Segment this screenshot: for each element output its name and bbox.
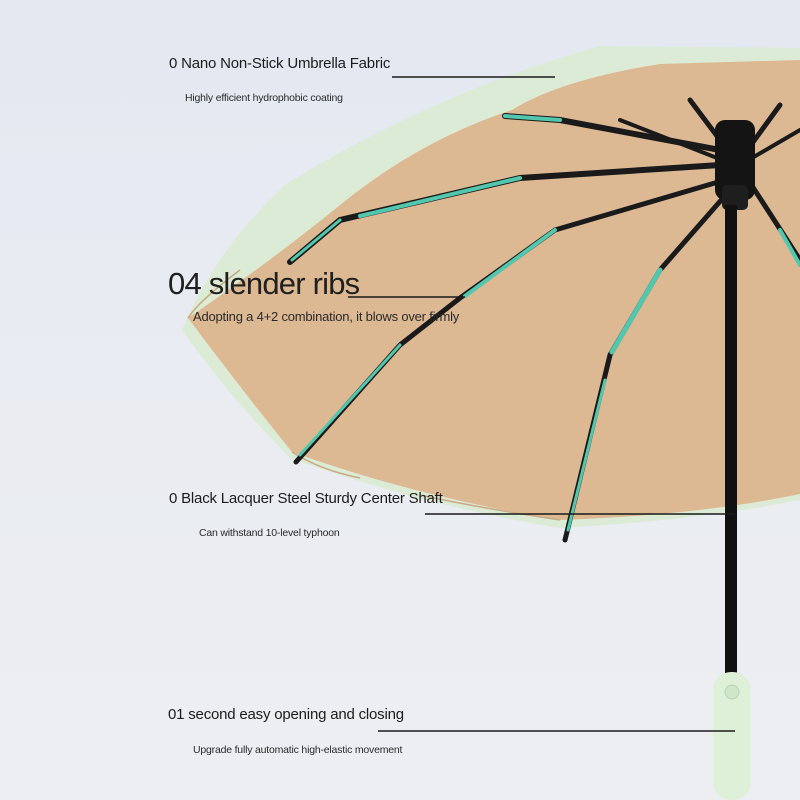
umbrella-hub [715,120,755,210]
umbrella-handle [713,672,751,800]
canopy-scallop [187,269,561,521]
canopy-inner [188,60,800,520]
feature-fabric-title: 0 Nano Non-Stick Umbrella Fabric [169,55,391,72]
rib [298,343,402,457]
feature-opening-title: 01 second easy opening and closing [168,706,404,723]
rib [290,218,342,262]
feature-ribs-subtitle: Adopting a 4+2 combination, it blows ove… [193,309,460,324]
feature-shaft-subtitle: Can withstand 10-level typhoon [199,527,340,539]
umbrella-ribs [287,97,800,543]
rib [566,378,607,532]
leader-lines [348,76,735,732]
rib [463,228,557,298]
feature-ribs-title: 04 slender ribs [168,266,360,301]
feature-shaft-title: 0 Black Lacquer Steel Sturdy Center Shaf… [169,490,443,507]
rib [503,114,562,122]
rib [778,228,800,267]
rib [609,267,663,355]
center-shaft [725,205,737,685]
feature-opening-subtitle: Upgrade fully automatic high-elastic mov… [193,744,403,756]
feature-fabric-subtitle: Highly efficient hydrophobic coating [185,92,343,104]
rib [358,176,522,218]
